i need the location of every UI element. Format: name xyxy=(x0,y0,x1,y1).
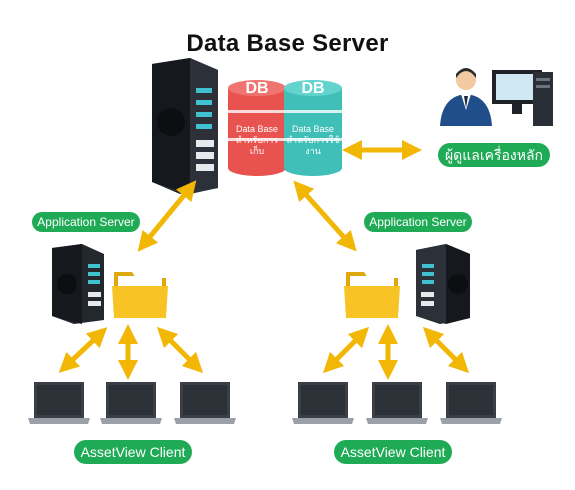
database-cylinder-teal xyxy=(284,80,342,176)
folder-left-icon xyxy=(112,272,168,318)
admin-person-icon xyxy=(440,68,553,126)
arrow-server-app-right xyxy=(293,180,357,252)
main-server-icon xyxy=(152,58,218,194)
laptop-icon xyxy=(366,382,428,424)
connection-arrows xyxy=(58,140,470,380)
db-caption-red-line2: สำหรับการเก็บ xyxy=(235,135,279,156)
client-left-label: AssetView Client xyxy=(74,440,192,464)
db-caption-teal-line2: สำหรับการใช้งาน xyxy=(286,135,340,156)
laptop-icon xyxy=(28,382,90,424)
admin-label: ผู้ดูแลเครื่องหลัก xyxy=(438,143,550,167)
db-caption-teal-line1: Data Base xyxy=(291,124,335,134)
laptop-icon xyxy=(174,382,236,424)
db-caption-red: Data Base สำหรับการเก็บ xyxy=(229,124,285,157)
folder-right-icon xyxy=(344,272,400,318)
app-server-left-label: Application Server xyxy=(32,212,140,232)
laptop-icon xyxy=(100,382,162,424)
diagram-title: Data Base Server xyxy=(186,30,389,57)
laptop-icon xyxy=(292,382,354,424)
client-right-label: AssetView Client xyxy=(334,440,452,464)
db-badge-red: DB xyxy=(245,80,269,97)
app-server-right-icon xyxy=(416,244,470,324)
laptop-icon xyxy=(440,382,502,424)
database-cylinder-red xyxy=(228,80,286,176)
db-badge-teal: DB xyxy=(301,80,325,97)
arrow-server-app-left xyxy=(137,180,197,252)
app-server-right-label: Application Server xyxy=(364,212,472,232)
db-caption-teal: Data Base สำหรับการใช้งาน xyxy=(285,124,341,157)
db-caption-red-line1: Data Base xyxy=(235,124,279,134)
app-server-left-icon xyxy=(52,244,104,324)
